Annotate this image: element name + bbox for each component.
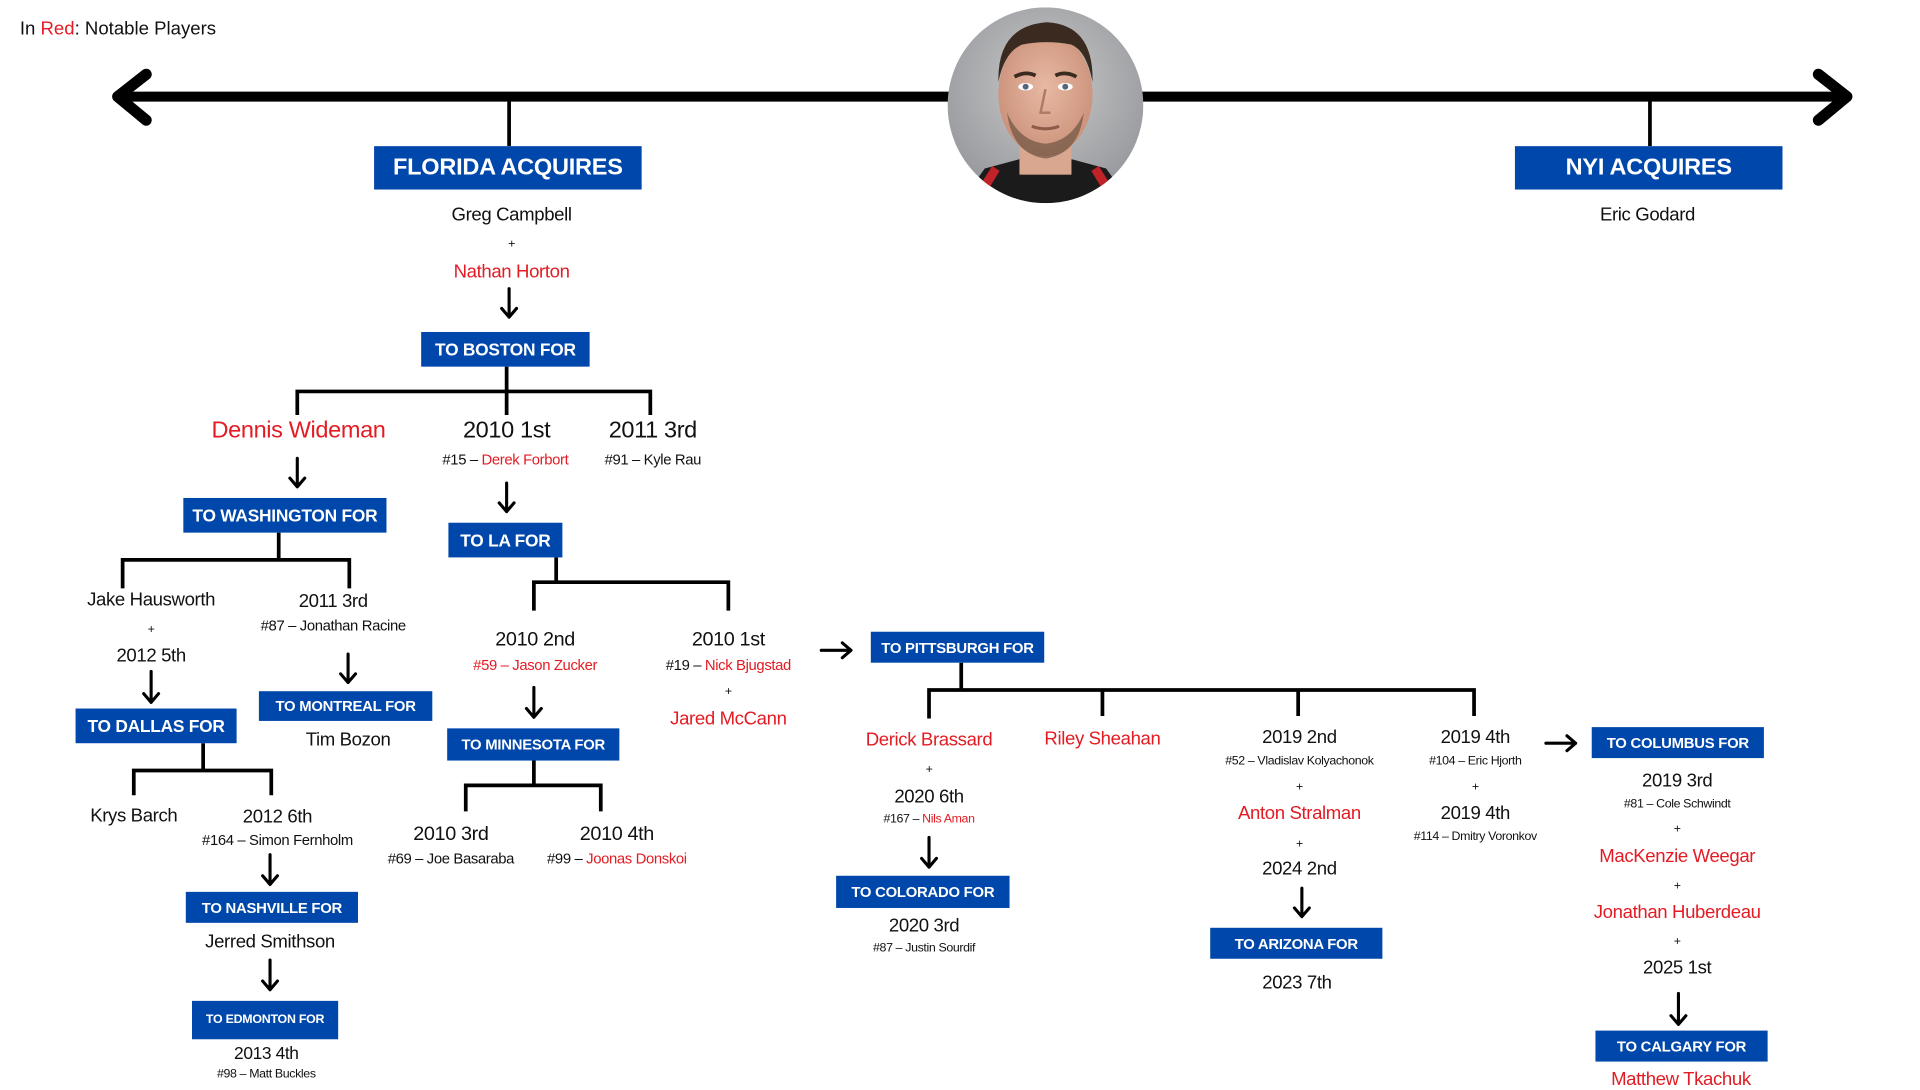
legend-suffix: : Notable Players (74, 18, 217, 40)
pick-detail-jason-zucker: #59 – Jason Zucker (473, 656, 598, 674)
plus-sign: + (1471, 780, 1479, 795)
pick-player: Derek Forbort (481, 450, 569, 469)
plus-sign: + (1673, 879, 1681, 894)
pick-detail-derek-forbort: #15 – Derek Forbort (442, 450, 569, 469)
pick-2010-4th: 2010 4th (579, 823, 655, 845)
player-derick-brassard: Derick Brassard (865, 729, 993, 751)
player-mackenzie-weegar: MacKenzie Weegar (1599, 846, 1756, 868)
plus-sign: + (1295, 780, 1303, 795)
player-jonathan-huberdeau: Jonathan Huberdeau (1593, 901, 1761, 923)
pick-detail-matt-buckles: #98 – Matt Buckles (216, 1067, 316, 1082)
to-la-header: TO LA FOR (448, 522, 563, 558)
pick-2011-3rd: 2011 3rd (608, 417, 698, 444)
pick-2019-3rd: 2019 3rd (1642, 770, 1713, 792)
to-calgary-header: TO CALGARY FOR (1595, 1030, 1768, 1062)
plus-sign: + (1295, 837, 1303, 851)
pick-detail-vladislav-kolyachonok: #52 – Vladislav Kolyachonok (1225, 754, 1374, 768)
pick-2020-6th: 2020 6th (894, 786, 964, 808)
florida-acquires-header: FLORIDA ACQUIRES (374, 146, 642, 190)
pick-2020-3rd: 2020 3rd (888, 915, 960, 937)
nyi-acquires-header: NYI ACQUIRES (1514, 146, 1783, 190)
player-jerred-smithson: Jerred Smithson (205, 931, 335, 953)
plus-sign: + (508, 237, 516, 252)
pick-2010-1st-la: 2010 1st (691, 629, 765, 651)
legend-prefix: In (19, 18, 41, 40)
player-krys-barch: Krys Barch (90, 805, 178, 827)
to-dallas-header: TO DALLAS FOR (75, 708, 237, 744)
plus-sign: + (1673, 822, 1681, 837)
player-dennis-wideman: Dennis Wideman (211, 417, 386, 444)
pick-detail-justin-sourdif: #87 – Justin Sourdif (873, 941, 976, 956)
legend: In Red: Notable Players (20, 19, 216, 40)
pick-detail-dmitry-voronkov: #114 – Dmitry Voronkov (1413, 829, 1537, 844)
pick-player: Joonas Donskoi (586, 849, 687, 868)
pick-number: #15 – (442, 450, 482, 469)
player-jared-mccann: Jared McCann (670, 708, 787, 730)
player-greg-campbell: Greg Campbell (451, 204, 573, 226)
to-minnesota-header: TO MINNESOTA FOR (447, 728, 620, 761)
pick-detail-eric-hjorth: #104 – Eric Hjorth (1429, 754, 1522, 768)
plus-sign: + (147, 623, 155, 637)
pick-detail-kyle-rau: #91 – Kyle Rau (604, 450, 702, 469)
pick-detail-jonathan-racine: #87 – Jonathan Racine (260, 616, 406, 635)
pick-player: Nils Aman (922, 812, 975, 827)
player-tim-bozon: Tim Bozon (305, 729, 391, 751)
pick-2011-3rd-wsh: 2011 3rd (298, 590, 368, 612)
pick-2010-2nd: 2010 2nd (495, 629, 575, 651)
to-columbus-header: TO COLUMBUS FOR (1591, 727, 1764, 759)
to-washington-header: TO WASHINGTON FOR (183, 497, 387, 533)
to-pittsburgh-header: TO PITTSBURGH FOR (870, 631, 1045, 663)
pick-number: #99 – (547, 849, 587, 868)
pick-2019-2nd: 2019 2nd (1262, 727, 1337, 749)
pick-detail-simon-fernholm: #164 – Simon Fernholm (202, 831, 353, 849)
pick-2010-1st: 2010 1st (462, 417, 551, 444)
pick-2019-4th-a: 2019 4th (1440, 727, 1511, 749)
pick-number: #19 – (665, 656, 705, 674)
pick-number: #167 – (883, 812, 923, 827)
player-eric-godard: Eric Godard (1599, 204, 1695, 226)
player-anton-stralman: Anton Stralman (1237, 802, 1361, 824)
pick-2023-7th: 2023 7th (1262, 972, 1332, 994)
plus-sign: + (724, 685, 732, 699)
player-matthew-tkachuk: Matthew Tkachuk (1611, 1068, 1751, 1090)
player-photo-avatar (947, 7, 1144, 204)
to-nashville-header: TO NASHVILLE FOR (185, 891, 358, 923)
to-boston-header: TO BOSTON FOR (421, 331, 590, 367)
plus-sign: + (925, 763, 933, 777)
to-arizona-header: TO ARIZONA FOR (1210, 927, 1383, 959)
player-jake-hausworth: Jake Hausworth (87, 589, 216, 611)
pick-2010-3rd: 2010 3rd (413, 823, 489, 845)
pick-player: Nick Bjugstad (704, 656, 791, 674)
player-nathan-horton: Nathan Horton (453, 261, 570, 283)
pick-2013-4th: 2013 4th (234, 1042, 299, 1063)
pick-detail-joonas-donskoi: #99 – Joonas Donskoi (547, 849, 687, 868)
to-montreal-header: TO MONTREAL FOR (258, 691, 433, 721)
pick-detail-cole-schwindt: #81 – Cole Schwindt (1623, 797, 1731, 812)
pick-detail-nils-aman: #167 – Nils Aman (883, 812, 975, 827)
to-colorado-header: TO COLORADO FOR (836, 875, 1010, 908)
legend-red-word: Red (40, 18, 75, 40)
pick-detail-joe-basaraba: #69 – Joe Basaraba (387, 849, 515, 868)
pick-2025-1st: 2025 1st (1643, 957, 1712, 979)
pick-2012-5th: 2012 5th (116, 645, 186, 667)
player-riley-sheahan: Riley Sheahan (1044, 728, 1161, 750)
to-edmonton-header: TO EDMONTON FOR (191, 1000, 339, 1040)
pick-2012-6th: 2012 6th (242, 806, 313, 828)
pick-2019-4th-b: 2019 4th (1440, 802, 1511, 824)
plus-sign: + (1673, 935, 1681, 949)
pick-detail-nick-bjugstad: #19 – Nick Bjugstad (665, 656, 792, 675)
pick-2024-2nd: 2024 2nd (1262, 858, 1337, 880)
